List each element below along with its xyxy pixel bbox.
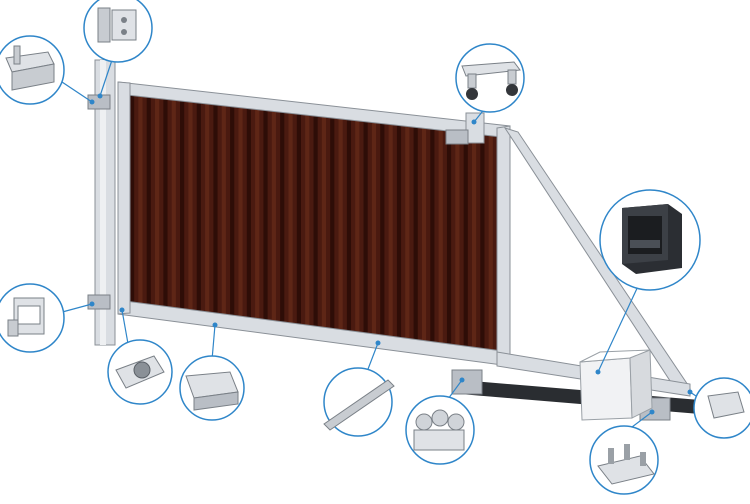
end-roller-icon bbox=[115, 355, 165, 389]
sheet-rib bbox=[255, 108, 260, 326]
sheet-rib bbox=[413, 126, 418, 344]
callout-gear-rack bbox=[323, 367, 395, 437]
wall-bracket-icon bbox=[7, 297, 45, 337]
gate-leaf bbox=[117, 81, 691, 397]
sheet-rib bbox=[371, 121, 377, 339]
sheet-rib bbox=[463, 132, 468, 350]
sheet-rib bbox=[405, 125, 410, 343]
callout-lower-bracket bbox=[0, 283, 65, 353]
sheet-rib bbox=[171, 98, 176, 316]
sheet-rib bbox=[388, 123, 393, 341]
top-guide-roller-icon bbox=[461, 61, 521, 100]
sheet-rib bbox=[355, 119, 360, 337]
sheet-rib bbox=[280, 111, 285, 329]
sheet-rib bbox=[205, 102, 210, 320]
callout-end-cap bbox=[693, 377, 750, 439]
sheet-rib bbox=[421, 127, 427, 345]
sheet-rib bbox=[296, 113, 301, 331]
roller-carriage-icon bbox=[413, 409, 465, 451]
sheet-rib bbox=[305, 114, 310, 332]
callout-drive-motor bbox=[599, 189, 701, 291]
sheet-rib bbox=[238, 106, 243, 324]
callout-top-guide-rollers bbox=[455, 43, 525, 113]
sheet-rib bbox=[271, 110, 276, 328]
callout-base-plate bbox=[589, 425, 659, 495]
callout-guide-profile bbox=[179, 355, 245, 421]
gate-motor-icon bbox=[622, 204, 682, 274]
wall-bracket-icon bbox=[5, 45, 55, 91]
callout-left-bracket bbox=[0, 35, 65, 105]
base-plate-icon bbox=[597, 444, 655, 485]
sheet-rib bbox=[180, 99, 185, 317]
sheet-rib bbox=[263, 109, 268, 327]
sheet-rib bbox=[438, 129, 443, 347]
sheet-rib bbox=[488, 135, 493, 353]
callout-end-roller bbox=[107, 339, 173, 405]
sheet-rib bbox=[313, 115, 318, 332]
gear-rack-icon bbox=[323, 379, 395, 431]
sheet-rib bbox=[146, 95, 151, 313]
gate-post bbox=[87, 59, 116, 346]
sheet-rib bbox=[246, 107, 251, 325]
sheet-rib bbox=[196, 101, 201, 319]
sheet-rib bbox=[471, 133, 477, 351]
guide-rail-profile-icon bbox=[185, 371, 239, 411]
sheet-rib bbox=[330, 116, 335, 334]
sheet-rib bbox=[213, 103, 218, 321]
sheet-rib bbox=[430, 128, 435, 346]
sheet-rib bbox=[396, 124, 402, 342]
sheet-rib bbox=[455, 131, 460, 349]
sheet-rib bbox=[188, 100, 193, 318]
sheet-rib bbox=[230, 105, 235, 323]
motor-housing bbox=[579, 349, 653, 421]
sheet-rib bbox=[363, 120, 368, 338]
sheet-rib bbox=[155, 96, 160, 314]
sheet-rib bbox=[480, 134, 485, 352]
sheet-rib bbox=[321, 115, 327, 333]
sheet-rib bbox=[221, 104, 226, 322]
sheet-rib bbox=[380, 122, 385, 340]
sheet-rib bbox=[446, 130, 452, 348]
post-mount-bracket-icon bbox=[97, 7, 137, 43]
leader-dots bbox=[89, 93, 693, 415]
sheet-rib bbox=[288, 112, 293, 330]
callout-top-bracket bbox=[83, 0, 153, 63]
sheet-rib bbox=[338, 117, 343, 335]
sheet-rib bbox=[346, 118, 352, 336]
sheet-rib bbox=[130, 94, 135, 311]
sheet-rib bbox=[163, 97, 168, 315]
end-cap-icon bbox=[707, 391, 745, 419]
sheet-rib bbox=[138, 94, 143, 312]
callout-roller-carriage bbox=[405, 395, 475, 465]
